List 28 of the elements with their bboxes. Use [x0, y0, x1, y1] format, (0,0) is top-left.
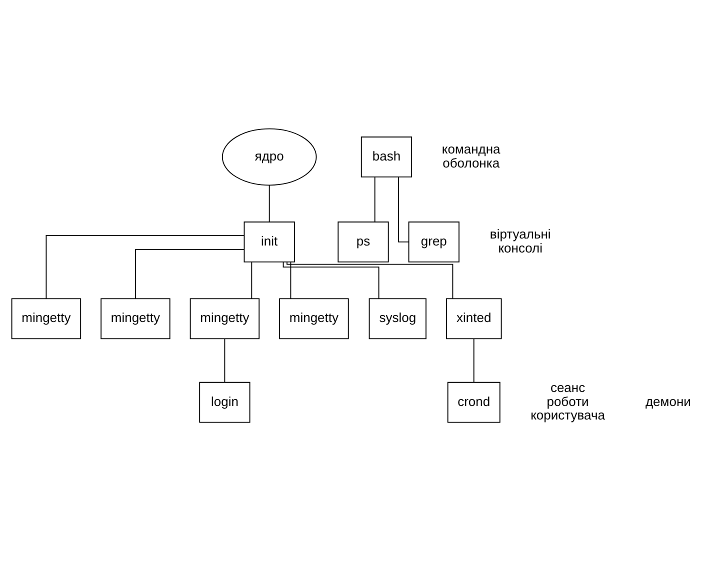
connector [268, 184, 270, 222]
label: сеанс роботи користувача [530, 380, 605, 423]
connector [46, 235, 245, 299]
connector [473, 338, 474, 383]
label: демони [645, 394, 691, 409]
connector [224, 338, 226, 383]
node-box: login [199, 382, 250, 423]
node-box: bash [360, 136, 412, 178]
node-box: crond [447, 382, 500, 423]
node-box: mingetty [190, 298, 260, 340]
node-box: mingetty [11, 298, 82, 340]
connector [398, 176, 410, 242]
node-box: mingetty [100, 298, 170, 340]
node-box: syslog [368, 298, 426, 340]
node-box: grep [408, 222, 460, 262]
node-box: mingetty [279, 298, 349, 340]
connector [251, 262, 252, 300]
connector [282, 262, 380, 300]
connector [290, 262, 292, 300]
node-box: xinted [446, 298, 502, 340]
label: віртуальні консолі [490, 226, 551, 256]
connector [135, 248, 245, 300]
node-box: ps [338, 222, 389, 262]
connector [286, 262, 454, 299]
connector [374, 176, 376, 222]
node-ellipse: ядро [222, 128, 317, 186]
label: командна оболонка [442, 141, 500, 170]
node-box: init [244, 222, 295, 262]
